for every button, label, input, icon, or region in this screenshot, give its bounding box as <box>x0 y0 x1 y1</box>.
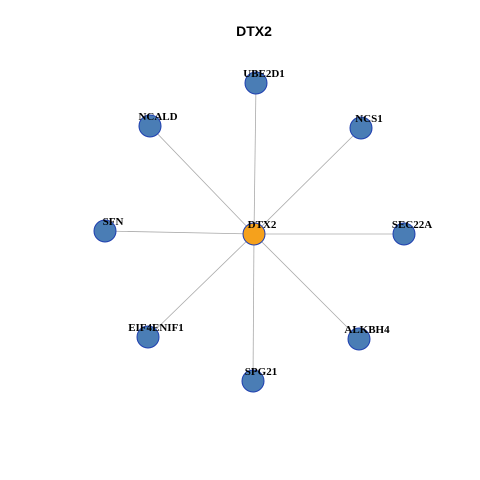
node-label-sfn: SFN <box>103 216 124 228</box>
node-ube2d1 <box>244 71 268 95</box>
edge-dtx2-ncald <box>149 125 255 235</box>
node-sec22a <box>392 222 416 246</box>
node-ncs1 <box>349 116 373 140</box>
node-label-ube2d1: UBE2D1 <box>243 68 285 80</box>
node-eif4enif1 <box>136 325 160 349</box>
edge-dtx2-alkbh4 <box>253 233 360 340</box>
node-ncald <box>138 114 162 138</box>
node-label-eif4enif1: EIF4ENIF1 <box>128 322 184 334</box>
node-label-ncald: NCALD <box>138 111 177 123</box>
node-spg21 <box>241 369 265 393</box>
edge-dtx2-sfn <box>104 230 255 235</box>
edge-dtx2-eif4enif1 <box>147 233 255 338</box>
edge-layer <box>104 82 404 382</box>
node-label-alkbh4: ALKBH4 <box>344 324 390 336</box>
node-label-sec22a: SEC22A <box>392 219 432 231</box>
node-layer <box>93 71 416 393</box>
node-alkbh4 <box>347 327 371 351</box>
node-dtx2 <box>242 222 266 246</box>
node-label-spg21: SPG21 <box>245 366 277 378</box>
node-sfn <box>93 219 117 243</box>
node-label-ncs1: NCS1 <box>355 113 383 125</box>
edge-dtx2-spg21 <box>252 233 255 382</box>
edge-dtx2-ube2d1 <box>253 82 257 235</box>
edge-dtx2-ncs1 <box>253 127 362 235</box>
diagram-title: DTX2 <box>236 23 272 39</box>
node-label-dtx2: DTX2 <box>248 219 277 231</box>
